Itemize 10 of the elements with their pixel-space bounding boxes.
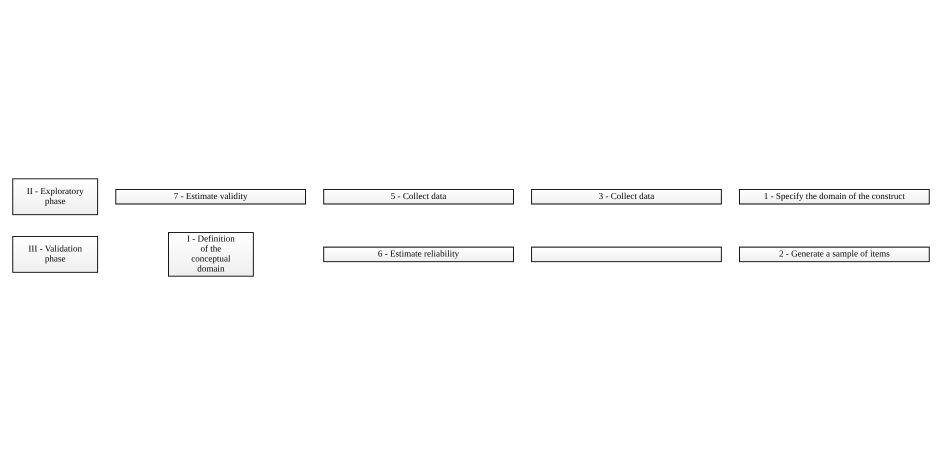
node-box: 3 - Collect data: [531, 189, 722, 204]
node-box: I - Definition of the conceptual domain: [168, 232, 254, 277]
node-box: III - Validation phase: [12, 236, 98, 273]
node-box: 2 - Generate a sample of items: [739, 246, 930, 262]
node-box: 7 - Estimate validity: [115, 189, 306, 204]
node-box: 1 - Specify the domain of the construct: [739, 189, 930, 204]
node-box: II - Exploratory phase: [12, 178, 98, 216]
node-box: 6 - Estimate reliability: [323, 246, 514, 262]
node-box: [531, 246, 722, 262]
node-box: 5 - Collect data: [323, 189, 514, 204]
